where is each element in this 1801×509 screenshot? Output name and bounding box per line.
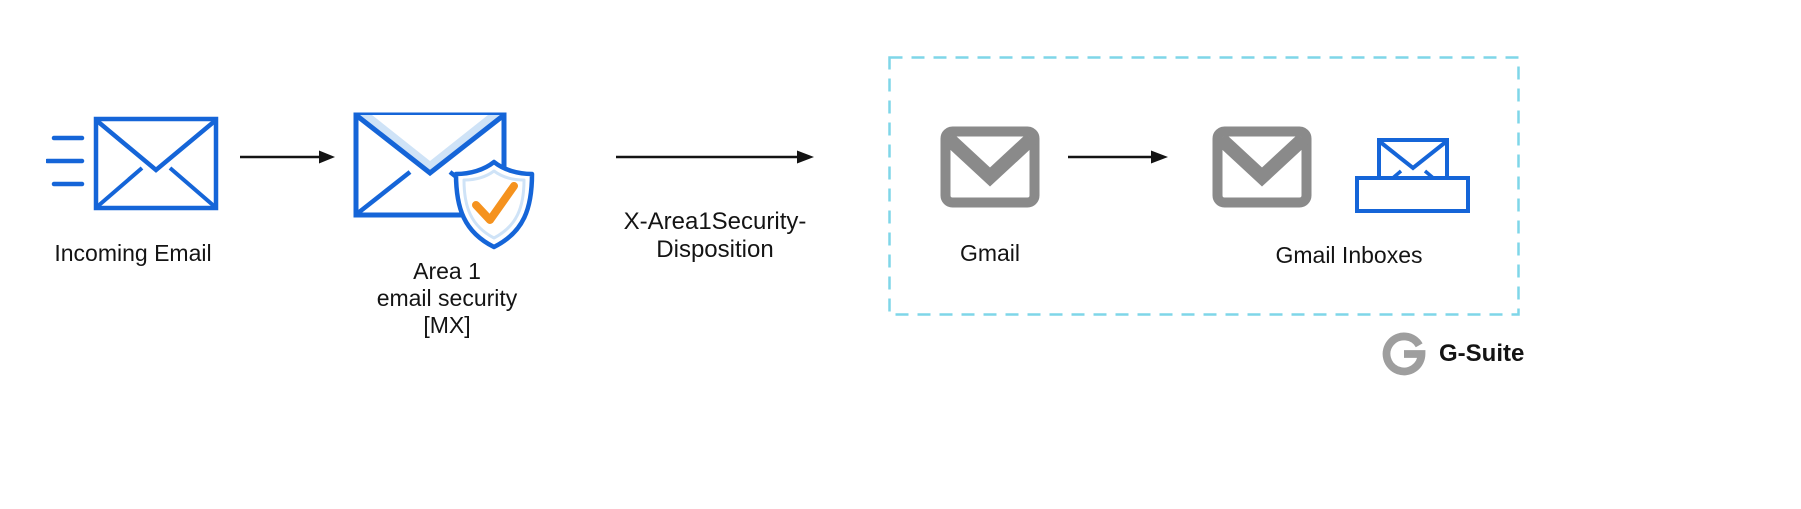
area1-label-line1: Area 1 [413, 258, 481, 284]
incoming-email-icon [45, 116, 218, 211]
gsuite-boundary-box [888, 56, 1520, 316]
node-label-gmail-inboxes: Gmail Inboxes [1275, 242, 1423, 268]
area1-label-line2: email security [376, 285, 518, 311]
node-gmail-inboxes: Gmail Inboxes [1212, 126, 1470, 269]
node-label-gmail: Gmail [959, 240, 1021, 266]
area1-label-line3: [MX] [423, 312, 471, 338]
gsuite-brand: G-Suite [1381, 331, 1524, 377]
speed-lines-icon [45, 135, 84, 187]
inbox-envelope-icon [1355, 138, 1470, 213]
gsuite-brand-label: G-Suite [1439, 340, 1525, 367]
flow-arrow-2 [616, 150, 814, 164]
node-incoming-email: Incoming Email [28, 116, 238, 267]
flow-arrow-3 [1068, 150, 1168, 164]
node-label-incoming-email: Incoming Email [54, 240, 212, 266]
node-gmail: Gmail [925, 126, 1055, 267]
gmail-icon-2 [1212, 126, 1312, 208]
gmail-icon [940, 126, 1040, 208]
flow-arrow-1 [240, 150, 335, 164]
area1-shield-envelope-icon [353, 112, 535, 250]
gmail-inboxes-icons [1212, 126, 1470, 214]
disposition-header-label: X-Area1Security-Disposition [623, 208, 807, 263]
google-g-icon [1382, 332, 1426, 376]
node-area1-email-security: Area 1 email security [MX] [352, 110, 542, 339]
node-label-area1: Area 1 email security [MX] [377, 258, 518, 339]
checkmark-icon [472, 182, 518, 224]
